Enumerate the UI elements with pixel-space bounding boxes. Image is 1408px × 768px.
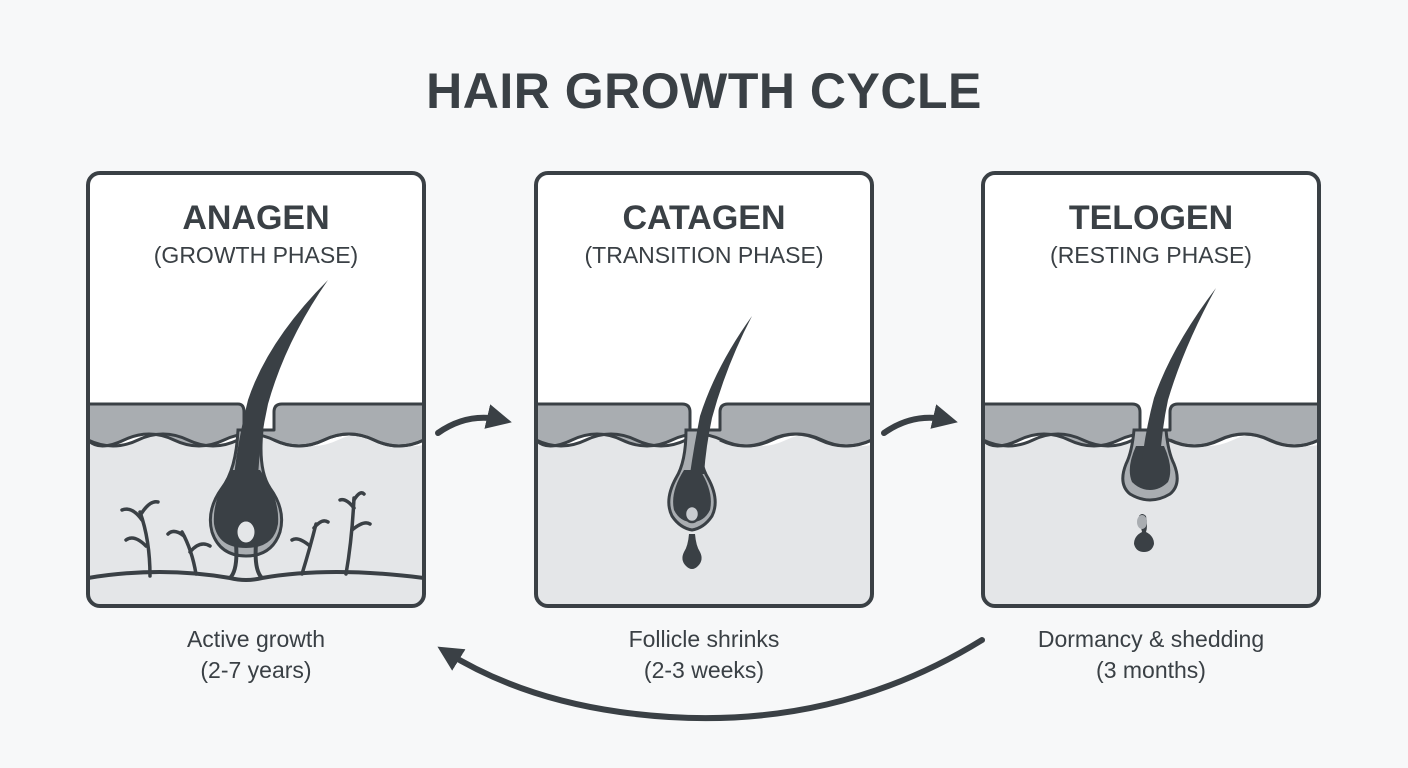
phase-name: TELOGEN [1068, 199, 1234, 237]
hair-shaft [1142, 288, 1216, 460]
caption-line: Active growth [186, 626, 326, 652]
hair-bulb [213, 470, 279, 548]
telogen-caption: Dormancy & shedding (3 months) [983, 624, 1319, 686]
arrow-anagen-to-catagen [435, 404, 512, 436]
hair-shaft [234, 280, 328, 476]
hair-shaft [690, 316, 752, 474]
caption-duration: (2-7 years) [200, 657, 312, 683]
blood-vessels-left [120, 500, 212, 578]
blood-vessels-right [290, 491, 372, 576]
panel-anagen [86, 171, 426, 608]
phase-subtitle: (TRANSITION PHASE) [584, 242, 824, 268]
papilla-droplet [682, 534, 702, 569]
detached-papilla [1134, 514, 1154, 552]
panel-catagen [534, 171, 874, 608]
caption-line: Dormancy & shedding [1037, 626, 1265, 652]
dermal-papilla [234, 518, 258, 546]
phase-subtitle: (RESTING PHASE) [1050, 242, 1252, 268]
dermis-layer [536, 434, 872, 606]
panel-telogen [981, 171, 1321, 608]
anagen-heading: ANAGEN (GROWTH PHASE) [88, 198, 424, 272]
hair-bulb [673, 470, 711, 522]
arrow-catagen-to-telogen [881, 404, 958, 436]
diagram-title: HAIR GROWTH CYCLE [426, 63, 982, 119]
phase-subtitle: (GROWTH PHASE) [153, 242, 359, 268]
caption-line: Follicle shrinks [628, 626, 780, 652]
caption-duration: (2-3 weeks) [643, 657, 765, 683]
telogen-heading: TELOGEN (RESTING PHASE) [983, 198, 1319, 272]
catagen-heading: CATAGEN (TRANSITION PHASE) [536, 198, 872, 272]
arrow-telogen-to-anagen [437, 637, 985, 722]
catagen-caption: Follicle shrinks (2-3 weeks) [536, 624, 872, 686]
dermis-layer [983, 434, 1319, 606]
phase-name: ANAGEN [182, 199, 330, 237]
phase-name: CATAGEN [622, 199, 786, 237]
dermal-papilla [683, 504, 701, 524]
anagen-caption: Active growth (2-7 years) [88, 624, 424, 686]
caption-duration: (3 months) [1096, 657, 1206, 683]
